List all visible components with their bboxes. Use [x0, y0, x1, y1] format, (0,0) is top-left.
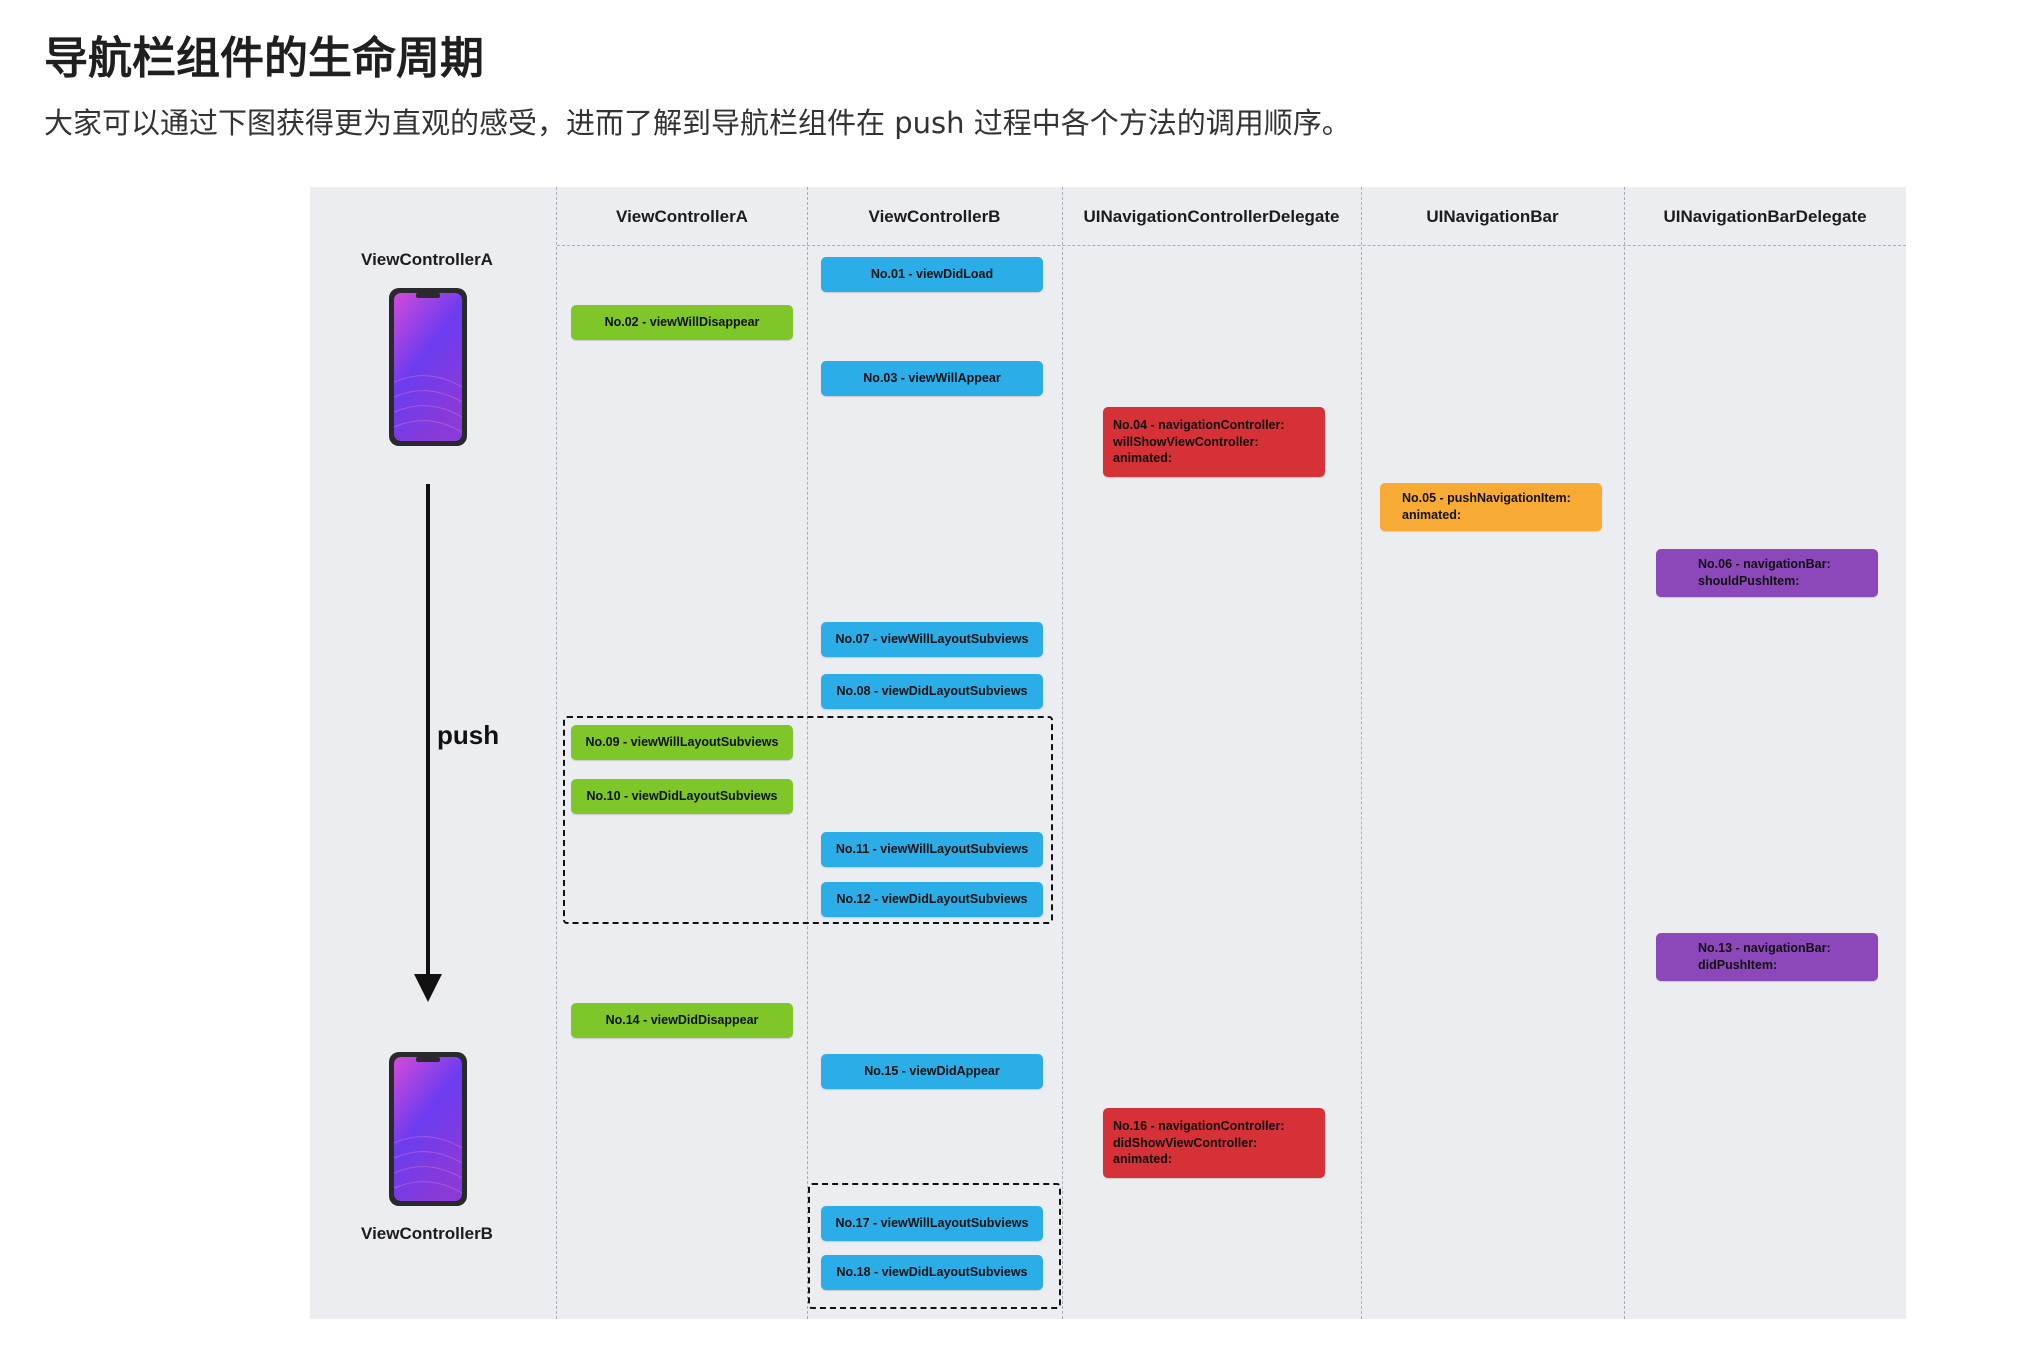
layout-group-outline — [808, 1183, 1061, 1309]
step-05: No.05 - pushNavigationItem: animated: — [1380, 483, 1602, 531]
top-controller-label: ViewControllerA — [361, 250, 493, 269]
step-02: No.02 - viewWillDisappear — [571, 305, 793, 340]
column-header-navigation-bar: UINavigationBar — [1426, 207, 1559, 226]
column-divider — [556, 187, 557, 1319]
column-header-navigation-controller-delegate: UINavigationControllerDelegate — [1083, 207, 1340, 226]
column-header-viewcontrollerb: ViewControllerB — [868, 207, 1001, 226]
push-arrow-icon — [414, 484, 442, 1002]
column-header-viewcontrollera: ViewControllerA — [616, 207, 748, 226]
layout-group-outline — [563, 716, 1053, 924]
step-15: No.15 - viewDidAppear — [821, 1054, 1043, 1089]
step-07: No.07 - viewWillLayoutSubviews — [821, 622, 1043, 657]
column-divider — [1361, 187, 1362, 1319]
step-12: No.12 - viewDidLayoutSubviews — [821, 882, 1043, 917]
column-divider — [807, 187, 808, 1319]
page-description: 大家可以通过下图获得更为直观的感受，进而了解到导航栏组件在 push 过程中各个… — [44, 106, 1351, 140]
phone-icon — [389, 288, 467, 446]
step-01: No.01 - viewDidLoad — [821, 257, 1043, 292]
step-06: No.06 - navigationBar: shouldPushItem: — [1656, 549, 1878, 597]
step-08: No.08 - viewDidLayoutSubviews — [821, 674, 1043, 709]
step-04: No.04 - navigationController: willShowVi… — [1103, 407, 1325, 477]
step-09: No.09 - viewWillLayoutSubviews — [571, 725, 793, 760]
step-13: No.13 - navigationBar: didPushItem: — [1656, 933, 1878, 981]
column-divider — [1062, 187, 1063, 1319]
bottom-controller-label: ViewControllerB — [361, 1224, 493, 1243]
step-11: No.11 - viewWillLayoutSubviews — [821, 832, 1043, 867]
column-divider — [1624, 187, 1625, 1319]
step-10: No.10 - viewDidLayoutSubviews — [571, 779, 793, 814]
step-16: No.16 - navigationController: didShowVie… — [1103, 1108, 1325, 1178]
phone-icon — [389, 1052, 467, 1206]
column-header-navigation-bar-delegate: UINavigationBarDelegate — [1663, 207, 1867, 226]
step-14: No.14 - viewDidDisappear — [571, 1003, 793, 1038]
lifecycle-diagram: ViewControllerA ViewControllerB UINaviga… — [310, 187, 1906, 1319]
header-divider — [557, 245, 1906, 246]
step-18: No.18 - viewDidLayoutSubviews — [821, 1255, 1043, 1290]
page-title: 导航栏组件的生命周期 — [44, 33, 484, 84]
step-17: No.17 - viewWillLayoutSubviews — [821, 1206, 1043, 1241]
push-label: push — [437, 720, 500, 750]
step-03: No.03 - viewWillAppear — [821, 361, 1043, 396]
